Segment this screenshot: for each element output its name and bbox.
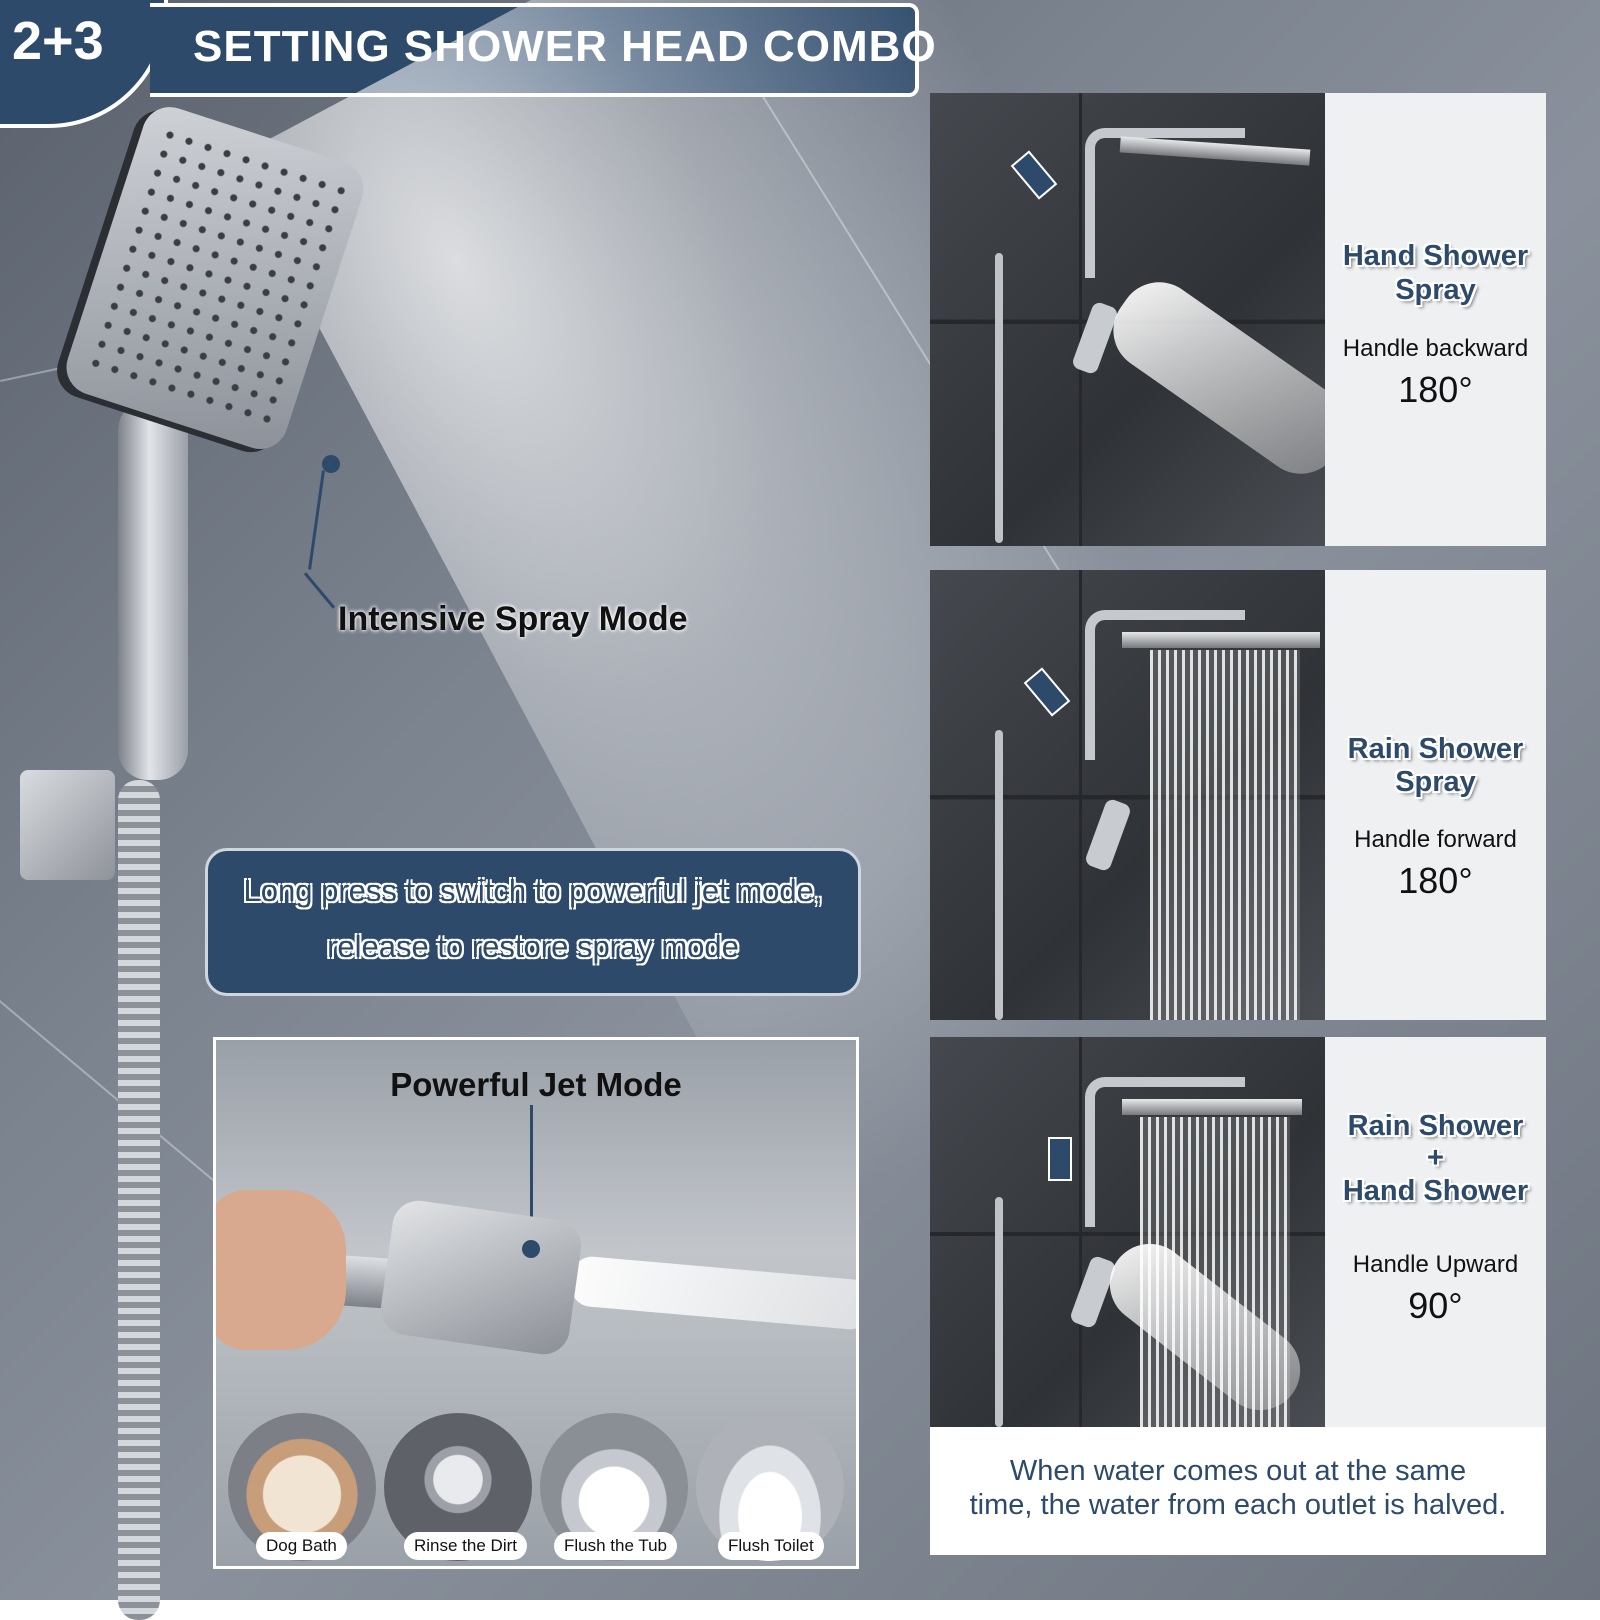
- mode-panel-combo: Rain Shower + Hand Shower Handle Upward …: [930, 1037, 1546, 1427]
- shower-hose: [118, 780, 160, 1620]
- jet-hand-shower-head: [377, 1197, 585, 1358]
- mode-title-line2: Spray: [1395, 274, 1476, 306]
- mode-handle-text: Handle forward: [1354, 826, 1517, 853]
- mode-title-line2: Spray: [1395, 766, 1476, 798]
- shower-arm: [1085, 610, 1245, 760]
- mode-title-line1: Hand Shower: [1342, 240, 1529, 272]
- shower-arm: [1085, 128, 1245, 278]
- notice-line-1: Long press to switch to powerful jet mod…: [243, 873, 823, 908]
- hose: [995, 730, 1003, 1020]
- note-line-1: When water comes out at the same: [1009, 1455, 1467, 1487]
- arrow-upward-icon: [1048, 1137, 1072, 1181]
- mode-angle: 180°: [1398, 860, 1473, 901]
- jet-mode-panel: Powerful Jet Mode Dog Bath Rinse the Dir…: [213, 1037, 859, 1569]
- jet-stream: [569, 1255, 856, 1331]
- mode-panel-hand-shower: Hand Shower Spray Handle backward 180°: [930, 93, 1546, 546]
- use-label-rinse-dirt: Rinse the Dirt: [404, 1532, 527, 1560]
- shower-arm: [1085, 1077, 1245, 1227]
- jet-mode-title: Powerful Jet Mode: [390, 1066, 682, 1103]
- rain-shower-head: [1122, 1099, 1302, 1115]
- use-label-dog-bath: Dog Bath: [256, 1532, 347, 1560]
- mode-handle-text: Handle Upward: [1352, 1251, 1519, 1278]
- mode-info: Rain Shower Spray Handle forward 180°: [1325, 570, 1546, 1020]
- rain-shower-head: [1122, 632, 1320, 648]
- mode-title-line2: +: [1427, 1142, 1444, 1174]
- mode-info: Hand Shower Spray Handle backward 180°: [1325, 93, 1546, 546]
- use-label-flush-toilet: Flush Toilet: [718, 1532, 824, 1560]
- badge-text: 2+3: [12, 11, 104, 71]
- use-label-flush-tub: Flush the Tub: [554, 1532, 678, 1560]
- jet-callout-line: [530, 1105, 533, 1245]
- halved-flow-note: When water comes out at the same time, t…: [930, 1427, 1546, 1555]
- spray-mode-label: Intensive Spray Mode: [338, 600, 688, 638]
- mode-title-line3: Hand Shower: [1342, 1175, 1529, 1207]
- mode-handle-text: Handle backward: [1342, 335, 1529, 362]
- jet-callout-dot: [522, 1240, 540, 1258]
- notice-line-2: release to restore spray mode: [327, 929, 739, 964]
- mode-angle: 90°: [1408, 1285, 1463, 1326]
- rain-water: [1150, 650, 1300, 1020]
- mode-title-line1: Rain Shower: [1347, 1110, 1524, 1142]
- mode-info: Rain Shower + Hand Shower Handle Upward …: [1325, 1037, 1546, 1427]
- mode-panel-rain-shower: Rain Shower Spray Handle forward 180°: [930, 570, 1546, 1020]
- mode-angle: 180°: [1398, 369, 1473, 410]
- wall-bracket: [20, 770, 115, 880]
- hose: [995, 1197, 1003, 1427]
- hose: [995, 253, 1003, 543]
- mode-title-line1: Rain Shower: [1347, 733, 1524, 765]
- hand: [216, 1190, 346, 1350]
- note-line-2: time, the water from each outlet is halv…: [969, 1489, 1507, 1521]
- hand-shower-handle: [118, 400, 188, 780]
- spray-callout-dot: [322, 455, 340, 473]
- jet-mode-notice: Long press to switch to powerful jet mod…: [205, 848, 861, 996]
